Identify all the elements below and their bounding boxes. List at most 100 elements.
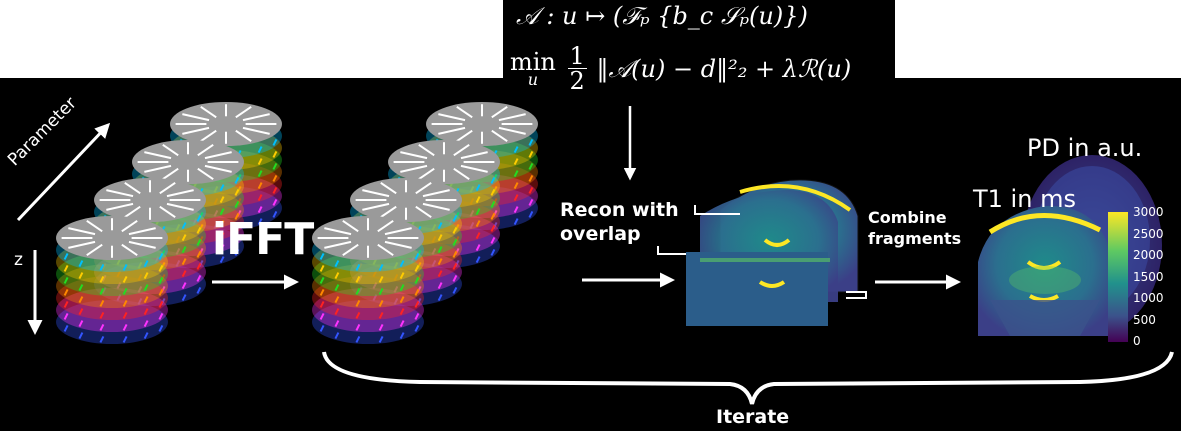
stack-spoke-tick — [490, 177, 496, 184]
stack-spoke-tick — [528, 139, 534, 146]
stack-spoke-tick — [175, 223, 181, 231]
stack-spoke-tick — [234, 237, 240, 244]
stack-spoke-tick — [99, 263, 105, 271]
stack-spoke-tick — [213, 197, 219, 205]
stack-layer — [56, 264, 168, 308]
stack-spoke-tick — [181, 222, 187, 229]
stack-spoke-tick — [122, 299, 128, 307]
stack-spoke-tick — [175, 235, 181, 243]
stack-spoke-tick — [78, 260, 84, 267]
combine-label: Combine fragments — [868, 207, 961, 249]
stack-spoke-tick — [319, 277, 325, 284]
radial-spoke — [498, 113, 526, 122]
radial-spoke — [68, 227, 96, 236]
stack-spoke-tick — [219, 220, 225, 227]
stack-spoke-tick — [334, 308, 340, 315]
t1-map — [978, 205, 1112, 336]
radial-spoke — [106, 189, 134, 198]
stack-spoke-tick — [437, 294, 443, 301]
radial-spoke — [418, 144, 435, 157]
stack-spoke-tick — [475, 256, 481, 263]
stack-spoke-tick — [257, 218, 263, 225]
z-label: z — [14, 250, 23, 270]
frac-numerator: 1 — [567, 42, 587, 70]
stack-spoke-tick — [143, 296, 149, 303]
stack-layer — [312, 264, 424, 308]
stack-spoke-tick — [448, 218, 454, 225]
stack-spoke-tick — [158, 301, 164, 308]
stack-spoke-tick — [213, 185, 219, 193]
stack-spoke-tick — [78, 296, 84, 303]
radial-spoke — [400, 164, 428, 173]
radial-spoke — [235, 129, 252, 142]
radial-spoke — [491, 129, 508, 142]
stack-spoke-tick — [378, 311, 384, 319]
radial-spoke — [124, 205, 141, 218]
stack-spoke-tick — [378, 323, 384, 331]
frac-denominator: 2 — [569, 67, 585, 95]
stack-spoke-tick — [319, 301, 325, 308]
stack-spoke-tick — [78, 332, 84, 339]
kspace-top-disk — [170, 102, 282, 146]
iterate-brace — [322, 351, 1174, 405]
stack-spoke-tick — [63, 289, 69, 296]
stack-spoke-tick — [116, 282, 122, 289]
stack-spoke-tick — [399, 308, 405, 315]
stack-spoke-tick — [475, 196, 481, 203]
stack-layer — [350, 262, 462, 306]
stack-spoke-tick — [219, 208, 225, 215]
stack-spoke-tick — [393, 297, 399, 305]
stack-spoke-tick — [78, 272, 84, 279]
kspace-top-disk — [312, 216, 424, 260]
stack-spoke-tick — [63, 325, 69, 332]
stack-spoke-tick — [196, 251, 202, 258]
t1-label: T1 in ms — [973, 185, 1076, 213]
stack-layer — [56, 276, 168, 320]
objective-rest: ‖𝒜(u) − d‖²₂ + λℛ(u) — [596, 54, 852, 83]
stack-spoke-tick — [78, 320, 84, 327]
stack-spoke-tick — [437, 270, 443, 277]
stack-spoke-tick — [99, 275, 105, 283]
stack-layer — [56, 252, 168, 296]
stack-spoke-tick — [272, 139, 278, 146]
radial-spoke — [86, 243, 103, 256]
radial-spoke — [162, 167, 179, 180]
stack-spoke-tick — [452, 251, 458, 258]
radial-spoke — [144, 164, 172, 173]
stack-spoke-tick — [513, 170, 519, 177]
radial-spoke — [438, 113, 466, 122]
radial-spoke — [204, 151, 232, 160]
colorbar-tick-label: 1000 — [1133, 291, 1164, 305]
stack-spoke-tick — [513, 182, 519, 189]
colorbar-tick-label: 2500 — [1133, 226, 1164, 241]
stack-spoke-tick — [63, 265, 69, 272]
stack-spoke-tick — [414, 265, 420, 272]
stack-spoke-tick — [99, 335, 105, 343]
radial-spoke — [128, 240, 156, 249]
stack-spoke-tick — [319, 289, 325, 296]
stack-spoke-tick — [63, 301, 69, 308]
stack-spoke-tick — [219, 196, 225, 203]
stack-spoke-tick — [158, 253, 164, 260]
stack-spoke-tick — [257, 194, 263, 201]
stack-spoke-tick — [257, 182, 263, 189]
stack-spoke-tick — [181, 270, 187, 277]
stack-spoke-tick — [122, 335, 128, 343]
stack-spoke-tick — [143, 284, 149, 291]
radial-spoke — [128, 227, 156, 236]
optimization-formula: min u 1 2 ‖𝒜(u) − d‖²₂ + λℛ(u) — [510, 44, 851, 93]
radial-spoke — [124, 182, 141, 195]
radial-spoke — [86, 220, 103, 233]
radial-spoke — [377, 243, 394, 256]
stack-spoke-tick — [393, 261, 399, 269]
kspace-top-disk — [350, 178, 462, 222]
kspace-stack-left — [56, 102, 282, 344]
radial-spoke — [182, 113, 210, 122]
stack-spoke-tick — [181, 246, 187, 253]
radial-spoke — [68, 240, 96, 249]
stack-spoke-tick — [196, 287, 202, 294]
min-subscript: u — [527, 69, 539, 89]
radial-spoke — [384, 227, 412, 236]
radial-spoke — [418, 167, 435, 180]
